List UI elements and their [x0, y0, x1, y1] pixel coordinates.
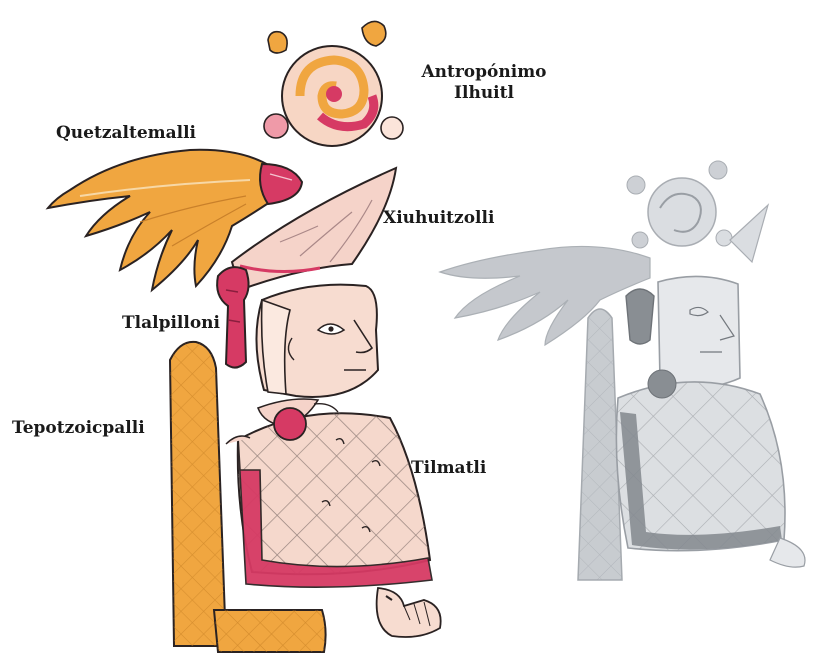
tilmatli-label: Tilmatli: [411, 458, 486, 479]
tlalpilloni-label: Tlalpilloni: [122, 313, 220, 334]
antroponimo-glyph: [264, 21, 403, 146]
antroponimo-label-line2: Ilhuitl: [416, 83, 552, 104]
gray-feather-headdress: [440, 246, 650, 345]
figure-head: [256, 285, 378, 397]
tilmatli-cape: [226, 399, 432, 587]
grayscale-figure: [440, 161, 805, 580]
quetzaltemalli-label: Quetzaltemalli: [56, 123, 196, 144]
tlalpilloni-tassel: [217, 267, 248, 367]
gray-head: [658, 276, 740, 387]
gray-name-glyph: [627, 161, 732, 248]
xiuhuitzolli-label: Xiuhuitzolli: [383, 208, 494, 229]
antroponimo-label: Antropónimo Ilhuitl: [416, 62, 552, 104]
figure-feet: [377, 588, 441, 637]
tepotzoicpalli-label: Tepotzoicpalli: [12, 418, 145, 439]
antroponimo-label-line1: Antropónimo: [416, 62, 552, 83]
